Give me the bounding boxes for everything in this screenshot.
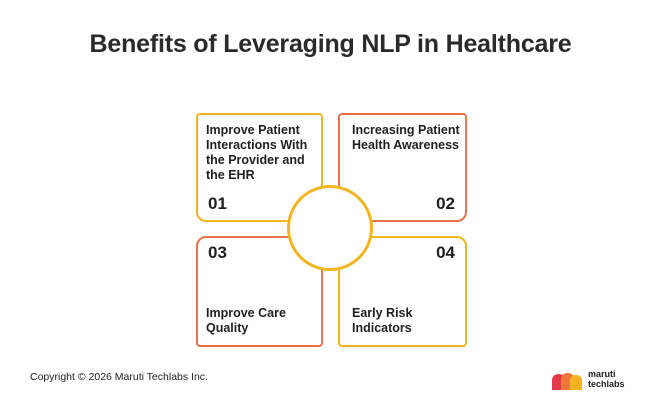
card-01-number: 01 [208,194,227,213]
logo-mark-icon [552,373,582,390]
page-title: Benefits of Leveraging NLP in Healthcare [89,30,572,58]
card-04-number: 04 [436,243,455,262]
card-02-number: 02 [436,194,455,213]
logo-line-1: maruti [588,369,616,379]
copyright-text: Copyright © 2026 Maruti Techlabs Inc. [30,371,208,383]
card-01-text: Improve Patient Interactions With the Pr… [206,123,308,182]
logo-wordmark: maruti techlabs [588,369,625,389]
card-04-text: Early Risk Indicators [352,306,413,335]
card-03-number: 03 [208,243,227,262]
benefit-card-01: Improve Patient Interactions With the Pr… [196,113,323,222]
maruti-techlabs-logo: maruti techlabs [552,368,632,392]
card-02-text: Increasing Patient Health Awareness [352,123,460,152]
center-circle [287,185,373,271]
logo-line-2: techlabs [588,379,625,389]
card-03-text: Improve Care Quality [206,306,286,335]
